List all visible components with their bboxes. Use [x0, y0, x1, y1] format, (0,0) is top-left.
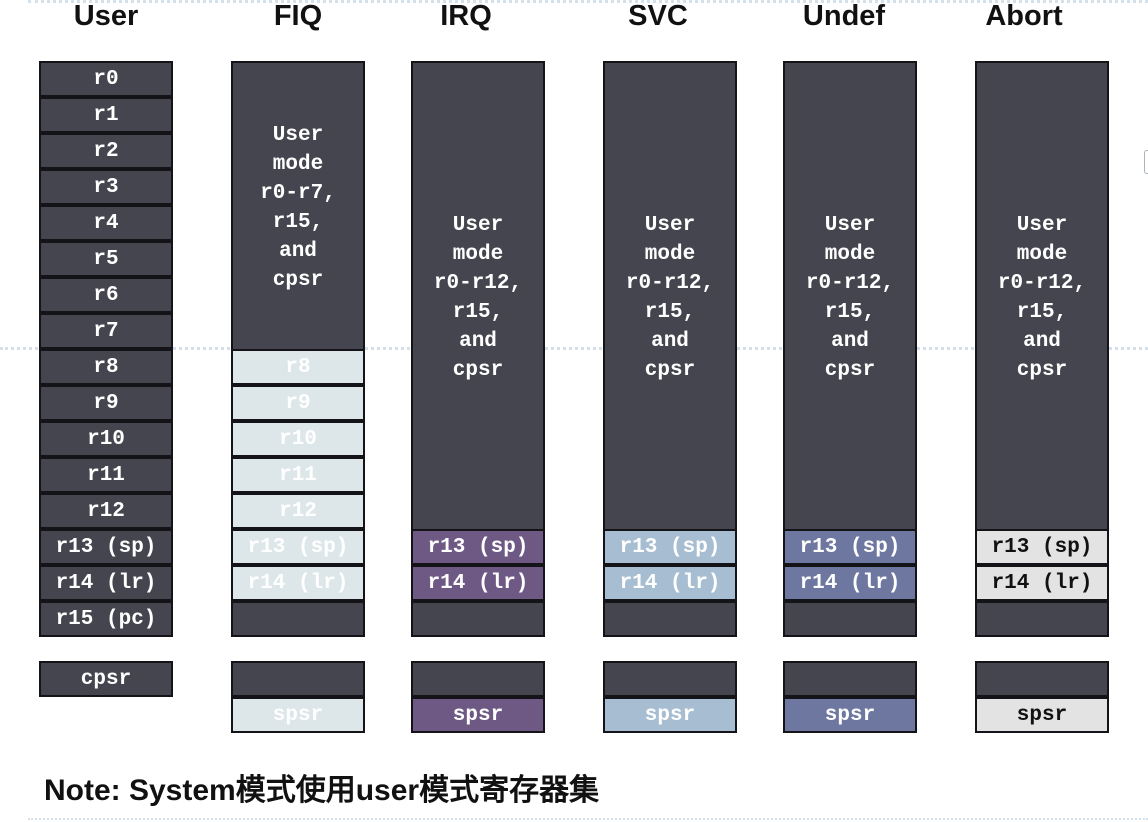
- fiq-register-r10: r10: [231, 421, 365, 457]
- irq-register-r13: r13 (sp): [411, 529, 545, 565]
- user-register-r8: r8: [39, 349, 173, 385]
- fiq-spsr: spsr: [231, 697, 365, 733]
- svc-register-r14: r14 (lr): [603, 565, 737, 601]
- user-register-r0: r0: [39, 61, 173, 97]
- user-register-r9: r9: [39, 385, 173, 421]
- fiq-r15-shared-slot: [231, 601, 365, 637]
- user-register-r5: r5: [39, 241, 173, 277]
- undef-r15-shared-slot: [783, 601, 917, 637]
- fiq-register-r8: r8: [231, 349, 365, 385]
- user-register-r14: r14 (lr): [39, 565, 173, 601]
- user-register-r6: r6: [39, 277, 173, 313]
- fiq-register-r12: r12: [231, 493, 365, 529]
- svc-r15-shared-slot: [603, 601, 737, 637]
- middle-dotted-rule: [0, 347, 1148, 350]
- user-register-r1: r1: [39, 97, 173, 133]
- title-fiq: FIQ: [273, 0, 323, 32]
- undef-register-r13: r13 (sp): [783, 529, 917, 565]
- irq-cpsr-shared-slot: [411, 661, 545, 697]
- user-register-r4: r4: [39, 205, 173, 241]
- title-svc: SVC: [628, 0, 688, 32]
- undef-cpsr-shared-slot: [783, 661, 917, 697]
- irq-shared-registers: User mode r0-r12, r15, and cpsr: [411, 61, 545, 531]
- abort-register-r13: r13 (sp): [975, 529, 1109, 565]
- svc-shared-registers: User mode r0-r12, r15, and cpsr: [603, 61, 737, 531]
- svc-cpsr-shared-slot: [603, 661, 737, 697]
- user-register-r13: r13 (sp): [39, 529, 173, 565]
- fiq-cpsr-shared-slot: [231, 661, 365, 697]
- abort-register-r14: r14 (lr): [975, 565, 1109, 601]
- irq-register-r14: r14 (lr): [411, 565, 545, 601]
- undef-spsr: spsr: [783, 697, 917, 733]
- svc-spsr: spsr: [603, 697, 737, 733]
- system-mode-note: Note: System模式使用user模式寄存器集: [44, 774, 600, 807]
- bottom-dotted-rule: [28, 818, 1148, 820]
- user-cpsr: cpsr: [39, 661, 173, 697]
- slide-edge-handle-icon: [1144, 150, 1148, 174]
- undef-register-r14: r14 (lr): [783, 565, 917, 601]
- title-undef: Undef: [802, 0, 886, 32]
- user-register-r7: r7: [39, 313, 173, 349]
- abort-cpsr-shared-slot: [975, 661, 1109, 697]
- title-abort: Abort: [985, 0, 1063, 32]
- user-register-r3: r3: [39, 169, 173, 205]
- title-irq: IRQ: [440, 0, 492, 32]
- irq-spsr: spsr: [411, 697, 545, 733]
- svc-register-r13: r13 (sp): [603, 529, 737, 565]
- user-register-r12: r12: [39, 493, 173, 529]
- irq-r15-shared-slot: [411, 601, 545, 637]
- abort-shared-registers: User mode r0-r12, r15, and cpsr: [975, 61, 1109, 531]
- fiq-shared-registers: User mode r0-r7, r15, and cpsr: [231, 61, 365, 351]
- fiq-register-r14: r14 (lr): [231, 565, 365, 601]
- undef-shared-registers: User mode r0-r12, r15, and cpsr: [783, 61, 917, 531]
- user-register-r11: r11: [39, 457, 173, 493]
- user-register-r15: r15 (pc): [39, 601, 173, 637]
- title-user: User: [73, 0, 139, 32]
- fiq-register-r13: r13 (sp): [231, 529, 365, 565]
- abort-spsr: spsr: [975, 697, 1109, 733]
- abort-r15-shared-slot: [975, 601, 1109, 637]
- user-register-r10: r10: [39, 421, 173, 457]
- fiq-register-r9: r9: [231, 385, 365, 421]
- fiq-register-r11: r11: [231, 457, 365, 493]
- top-dotted-rule: [28, 0, 1148, 3]
- user-register-r2: r2: [39, 133, 173, 169]
